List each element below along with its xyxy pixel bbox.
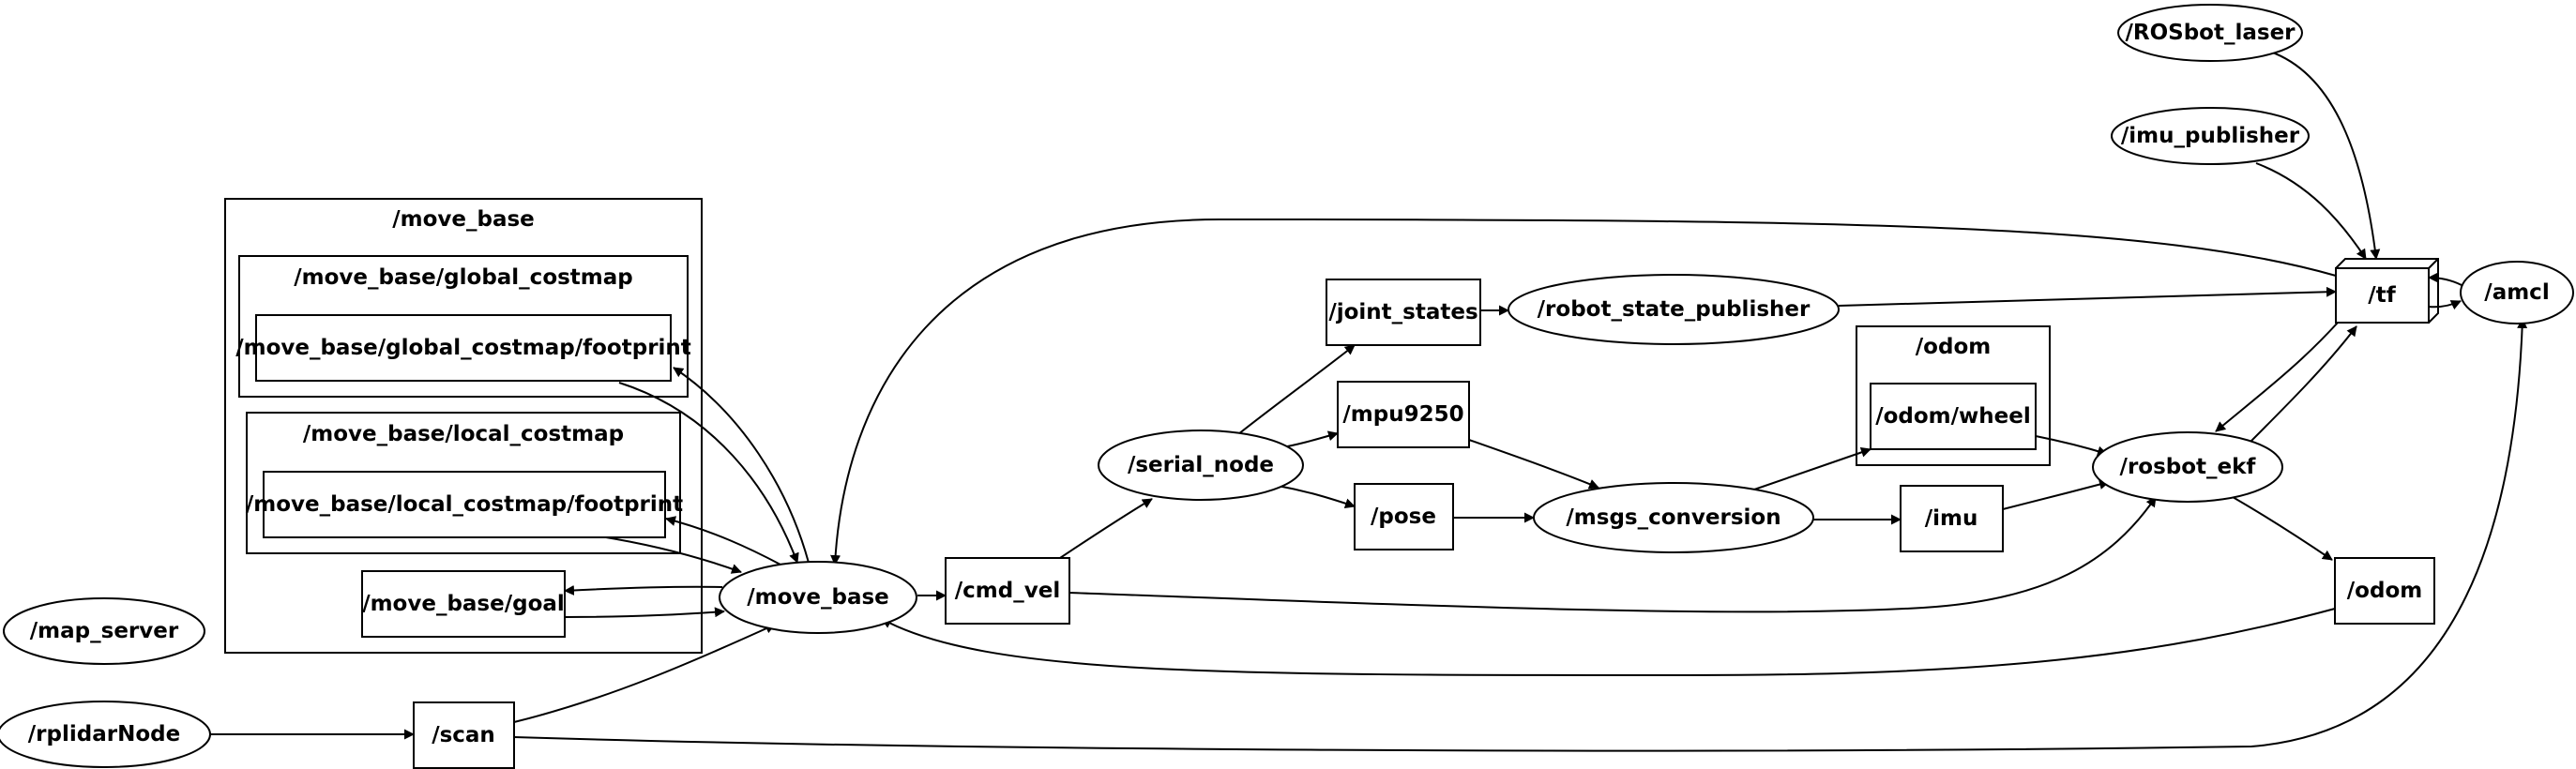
edge-cmd-vel-to-serial-node	[1059, 498, 1153, 559]
node-joint-states[interactable]: /joint_states	[1326, 279, 1481, 346]
node-imu-publisher[interactable]: /imu_publisher	[2111, 107, 2310, 165]
edge-robot-state-publisher-to-tf	[1838, 286, 2337, 307]
node-mpu9250[interactable]: /mpu9250	[1337, 381, 1470, 448]
node-imu-label: /imu	[1925, 506, 1978, 531]
cluster-odom-label: /odom	[1916, 335, 1991, 359]
cluster-global-costmap: /move_base/global_costmap	[238, 255, 689, 398]
node-rplidar-label: /rplidarNode	[28, 722, 180, 746]
node-goal[interactable]: /move_base/goal	[361, 570, 566, 638]
edge-tf-to-rosbot-ekf	[2215, 322, 2339, 432]
edge-mpu9250-to-msgs-conversion	[1468, 439, 1599, 490]
node-pose[interactable]: /pose	[1354, 483, 1454, 550]
node-msgs-conversion[interactable]: /msgs_conversion	[1533, 482, 1814, 553]
edge-local-footprint-to-move-base	[599, 535, 742, 574]
edge-amcl-to-tf	[2428, 272, 2462, 286]
node-scan[interactable]: /scan	[413, 701, 515, 769]
node-msgs-conversion-label: /msgs_conversion	[1566, 505, 1780, 530]
edge-scan-to-amcl	[513, 318, 2528, 752]
edge-odom-to-move-base	[881, 608, 2336, 677]
edge-rosbot-ekf-to-tf	[2245, 325, 2357, 447]
edge-goal-to-move-base	[564, 607, 725, 618]
edge-move-base-to-goal	[564, 584, 723, 596]
edge-tf-to-move-base	[830, 218, 2337, 565]
node-global-footprint-label: /move_base/global_costmap/footprint	[235, 336, 691, 360]
node-serial-node[interactable]: /serial_node	[1098, 430, 1304, 501]
node-rplidar[interactable]: /rplidarNode	[0, 701, 211, 768]
node-map-server[interactable]: /map_server	[3, 597, 205, 665]
node-local-footprint-label: /move_base/local_costmap/footprint	[246, 492, 683, 517]
edge-cmd-vel-to-rosbot-ekf	[1068, 496, 2157, 613]
node-odom-wheel[interactable]: /odom/wheel	[1870, 383, 2037, 450]
node-cmd-vel-label: /cmd_vel	[955, 579, 1060, 603]
node-map-server-label: /map_server	[30, 619, 179, 643]
edge-tf-to-amcl	[2428, 300, 2462, 310]
cluster-move-base-label: /move_base	[392, 207, 535, 232]
node-goal-label: /move_base/goal	[362, 592, 565, 616]
node-odom[interactable]: /odom	[2334, 557, 2435, 625]
cluster-local-costmap-label: /move_base/local_costmap	[303, 422, 624, 446]
edge-move-base-to-local-footprint	[665, 516, 781, 565]
node-imu-publisher-label: /imu_publisher	[2121, 124, 2300, 148]
node-move-base-label: /move_base	[747, 585, 889, 610]
edge-ros-laser-to-tf	[2269, 51, 2381, 260]
node-robot-state-publisher-label: /robot_state_publisher	[1538, 297, 1811, 322]
node-ros-laser[interactable]: /ROSbot_laser	[2117, 4, 2303, 62]
edge-scan-to-move-base	[513, 624, 776, 723]
edge-imu-to-rosbot-ekf	[2002, 479, 2110, 510]
node-tf[interactable]: /tf	[2335, 258, 2439, 324]
cluster-odom: /odom	[1856, 325, 2051, 466]
node-cmd-vel[interactable]: /cmd_vel	[945, 557, 1070, 625]
edge-serial-node-to-joint-states	[1237, 344, 1356, 435]
node-odom-wheel-label: /odom/wheel	[1875, 404, 2031, 429]
node-robot-state-publisher[interactable]: /robot_state_publisher	[1508, 274, 1840, 345]
node-ros-laser-label: /ROSbot_laser	[2125, 21, 2296, 45]
cluster-local-costmap: /move_base/local_costmap	[246, 412, 681, 554]
edge-move-base-to-global-footprint	[673, 367, 810, 564]
node-imu[interactable]: /imu	[1900, 485, 2004, 552]
node-mpu9250-label: /mpu9250	[1342, 402, 1463, 427]
node-global-footprint[interactable]: /move_base/global_costmap/footprint	[235, 314, 691, 382]
node-move-base[interactable]: /move_base	[719, 561, 917, 634]
node-amcl-label: /amcl	[2484, 280, 2549, 305]
edge-rosbot-ekf-to-odom	[2232, 496, 2333, 561]
node-serial-node-label: /serial_node	[1128, 453, 1274, 477]
edge-global-footprint-to-move-base	[618, 382, 799, 564]
node-rosbot-ekf[interactable]: /rosbot_ekf	[2092, 431, 2283, 503]
edges	[210, 51, 2528, 752]
node-scan-label: /scan	[432, 723, 495, 747]
edge-msgs-conversion-to-odom-wheel	[1753, 447, 1871, 490]
node-rosbot-ekf-label: /rosbot_ekf	[2120, 455, 2257, 479]
node-pose-label: /pose	[1371, 505, 1436, 529]
cluster-global-costmap-label: /move_base/global_costmap	[294, 265, 633, 290]
edge-serial-node-to-pose	[1277, 485, 1356, 509]
node-tf-label: /tf	[2368, 283, 2396, 308]
node-amcl[interactable]: /amcl	[2460, 261, 2574, 324]
edge-imu-publisher-to-tf	[2255, 162, 2367, 260]
node-odom-label: /odom	[2347, 579, 2422, 603]
node-joint-states-label: /joint_states	[1328, 300, 1477, 324]
edge-odom-wheel-to-rosbot-ekf	[2035, 435, 2108, 457]
node-local-footprint[interactable]: /move_base/local_costmap/footprint	[246, 471, 683, 538]
